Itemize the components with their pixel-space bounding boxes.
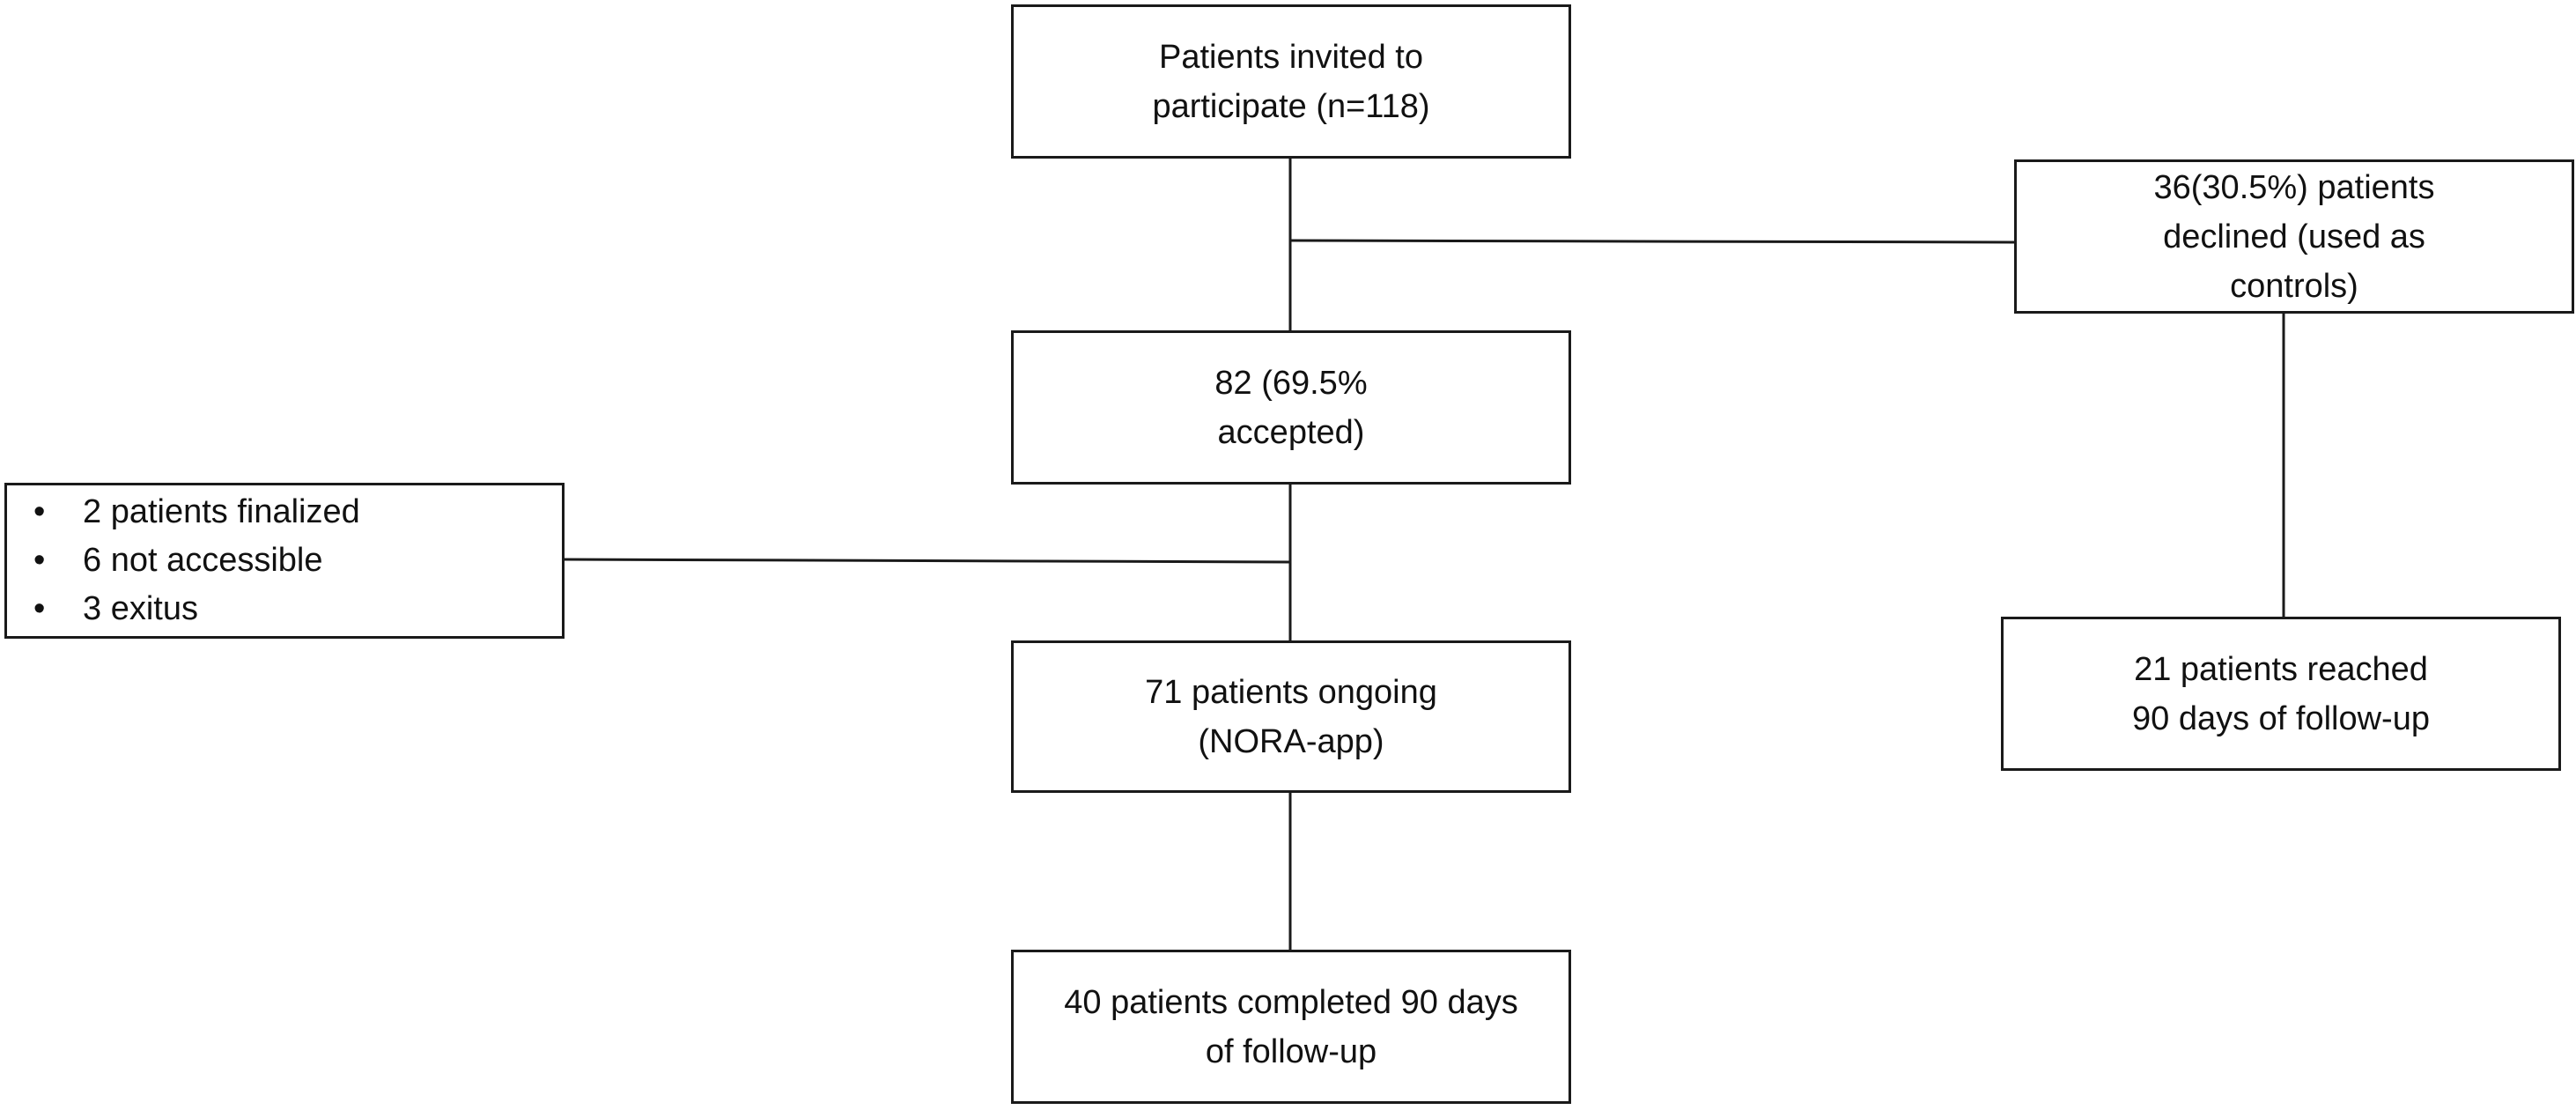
invited-text: Patients invited to participate (n=118)	[1152, 38, 1430, 125]
connector-branch-to-declined	[1289, 239, 2018, 244]
connector-branch-to-excluded	[563, 558, 1291, 564]
excluded-list: 2 patients finalized 6 not accessible 3 …	[33, 488, 360, 633]
controls-followup-box: 21 patients reached 90 days of follow-up	[2001, 617, 2561, 771]
ongoing-box: 71 patients ongoing (NORA-app)	[1011, 640, 1571, 793]
invited-box: Patients invited to participate (n=118)	[1011, 4, 1571, 159]
declined-box: 36(30.5%) patients declined (used as con…	[2014, 159, 2574, 314]
controls-followup-text: 21 patients reached 90 days of follow-up	[2132, 650, 2430, 737]
ongoing-text: 71 patients ongoing (NORA-app)	[1145, 673, 1437, 760]
completed-box: 40 patients completed 90 days of follow-…	[1011, 950, 1571, 1104]
accepted-box: 82 (69.5% accepted)	[1011, 330, 1571, 485]
excluded-item-not-accessible: 6 not accessible	[33, 536, 360, 585]
excluded-item-finalized: 2 patients finalized	[33, 488, 360, 536]
completed-text: 40 patients completed 90 days of follow-…	[1064, 983, 1518, 1070]
excluded-item-exitus: 3 exitus	[33, 585, 360, 633]
declined-text: 36(30.5%) patients declined (used as con…	[2153, 168, 2435, 305]
accepted-text: 82 (69.5% accepted)	[1214, 364, 1368, 451]
excluded-box: 2 patients finalized 6 not accessible 3 …	[4, 483, 565, 639]
